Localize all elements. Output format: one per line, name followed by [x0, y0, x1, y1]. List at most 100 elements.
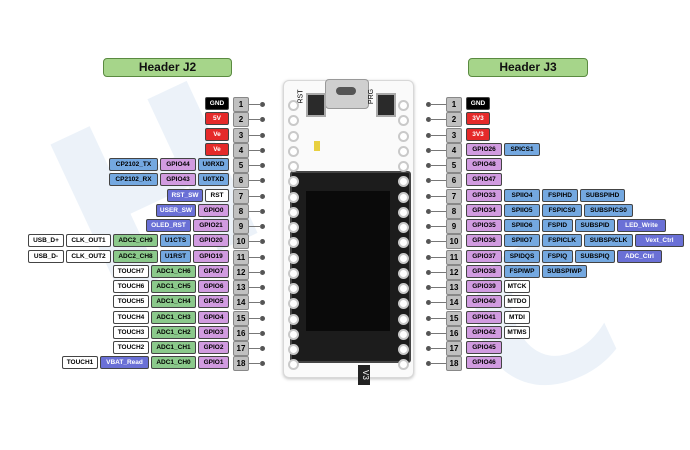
version-label: V3	[358, 365, 370, 385]
pin-label: FSPIWP	[504, 264, 540, 278]
pin-number: 4	[233, 142, 249, 158]
pin-dot	[426, 208, 431, 214]
pin-label: ADC2_CH8	[113, 249, 158, 263]
pin-number: 3	[446, 127, 462, 143]
oled-screen	[306, 191, 390, 331]
pin-dot	[260, 193, 265, 199]
pin-line	[249, 119, 261, 121]
board-pin-hole	[398, 298, 409, 310]
pin-dot	[426, 315, 431, 321]
pin-number: 4	[446, 142, 462, 158]
pin-label: SPIIO5	[504, 203, 540, 217]
pin-label: 3V3	[466, 127, 490, 141]
pin-label: GPIO42	[466, 325, 502, 339]
board-pin-hole	[398, 145, 409, 157]
pin-label: SUBSPIHD	[580, 188, 625, 202]
pin-label: GPIO20	[193, 234, 229, 248]
pin-dot	[426, 132, 431, 138]
pin-line	[430, 104, 446, 105]
pin-line	[249, 348, 261, 349]
pin-label: GPIO0	[198, 203, 229, 217]
pin-number: 10	[446, 234, 462, 250]
pin-label: GPIO7	[198, 264, 229, 278]
pin-label: TOUCH6	[113, 280, 149, 293]
pin-dot	[260, 285, 265, 290]
board-pin-hole	[288, 115, 299, 127]
pin-number: 13	[233, 280, 249, 295]
pin-line	[430, 363, 446, 365]
pin-line	[430, 180, 446, 182]
pin-label: GPIO3	[198, 325, 229, 339]
pin-label: CLK_OUT1	[66, 234, 111, 248]
pin-number: 5	[233, 158, 249, 173]
pin-label: CP2102_TX	[109, 158, 158, 171]
pin-label: GPIO37	[466, 249, 502, 263]
pin-label: SUBSPIQ	[575, 249, 615, 263]
board-pin-hole	[288, 237, 299, 249]
pin-label: GPIO33	[466, 188, 502, 202]
pin-label: GPIO21	[193, 219, 229, 232]
pin-number: 7	[446, 188, 462, 204]
pin-dot	[426, 163, 431, 168]
pin-label: U0TXD	[198, 173, 229, 187]
pin-line	[249, 149, 261, 151]
board-pin-hole	[398, 191, 409, 203]
pin-line	[430, 348, 446, 349]
board-pin-hole	[288, 222, 299, 233]
pin-dot	[260, 117, 265, 123]
board-pin-hole	[398, 344, 409, 355]
pin-line	[249, 317, 261, 319]
pin-label: GPIO36	[466, 234, 502, 248]
pin-number: 12	[233, 264, 249, 280]
pin-label: GPIO45	[466, 341, 502, 354]
pin-label: TOUCH7	[113, 264, 149, 278]
pin-label: RST_SW	[167, 188, 203, 202]
pin-line	[430, 287, 446, 288]
pin-line	[249, 256, 261, 258]
pin-number: 6	[233, 173, 249, 189]
board-pin-hole	[398, 283, 409, 294]
board-pin-hole	[288, 130, 299, 142]
pin-line	[249, 271, 261, 273]
board-pin-hole	[288, 145, 299, 157]
pin-line	[430, 210, 446, 212]
pin-number: 17	[233, 341, 249, 356]
prg-button[interactable]	[376, 93, 396, 117]
pin-number: 14	[446, 295, 462, 311]
pin-dot	[426, 269, 431, 275]
pin-line	[430, 241, 446, 243]
rst-button[interactable]	[306, 93, 326, 117]
pin-label: SPICS1	[504, 142, 540, 156]
pin-line	[430, 165, 446, 166]
pin-dot	[260, 147, 265, 153]
pin-line	[249, 134, 261, 136]
pin-number: 11	[446, 249, 462, 265]
pin-dot	[426, 285, 431, 290]
pin-number: 10	[233, 234, 249, 250]
pin-line	[249, 302, 261, 304]
pin-line	[249, 104, 261, 105]
board-pin-hole	[288, 252, 299, 264]
pin-label: ADC1_CH1	[151, 341, 196, 354]
pin-dot	[426, 224, 431, 229]
pin-number: 3	[233, 127, 249, 143]
pin-label: ADC1_CH0	[151, 356, 196, 370]
pin-label: ADC1_CH5	[151, 280, 196, 293]
pin-number: 5	[446, 158, 462, 173]
pin-label: GPIO35	[466, 219, 502, 232]
pin-number: 9	[233, 219, 249, 234]
board-pin-hole	[288, 313, 299, 325]
pin-label: ADC1_CH4	[151, 295, 196, 309]
pin-label: GPIO41	[466, 310, 502, 324]
pin-dot	[260, 102, 265, 107]
pin-label: MTDI	[504, 310, 530, 324]
pin-dot	[260, 330, 265, 336]
pin-number: 12	[446, 264, 462, 280]
pin-label: ADC1_CH6	[151, 264, 196, 278]
pin-number: 18	[233, 356, 249, 372]
pin-line	[249, 180, 261, 182]
pin-dot	[426, 361, 431, 367]
pin-line	[249, 210, 261, 212]
pin-number: 1	[233, 97, 249, 112]
pin-line	[430, 256, 446, 258]
